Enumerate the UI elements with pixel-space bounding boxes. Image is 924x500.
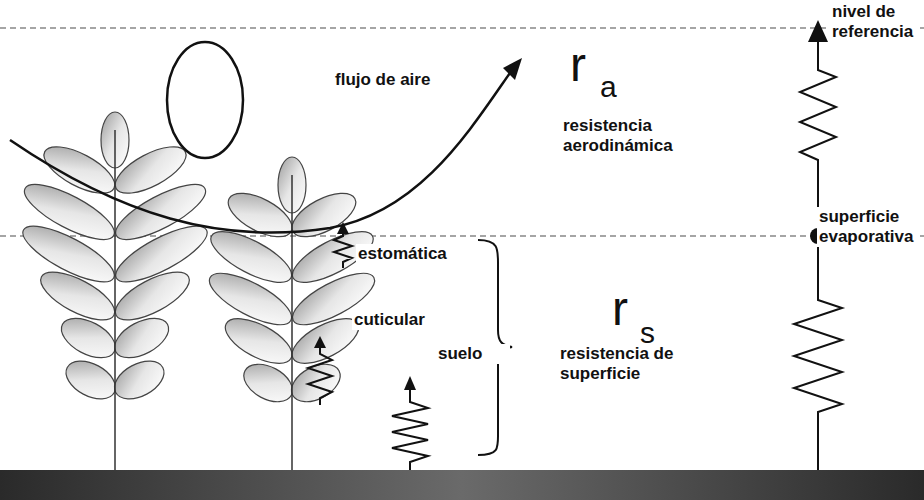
resistance-subscript: a (600, 72, 624, 102)
reference-arrow (808, 20, 828, 42)
air-flow-label: flujo de aire (333, 70, 467, 90)
surface-resistance-label: resistencia de superficie (560, 344, 690, 384)
leaf (219, 310, 299, 373)
stem (114, 130, 116, 470)
stomatal-label: estomática (356, 244, 470, 264)
plants (16, 112, 381, 470)
cuticular-label: cuticular (352, 310, 456, 330)
leaf (55, 310, 122, 366)
soil-resistor (392, 388, 428, 470)
stomatal-resistor (334, 232, 352, 268)
reference-level-line (0, 27, 924, 29)
leaf (60, 353, 122, 406)
resistance-subscript: s (640, 318, 664, 348)
leaf (108, 353, 170, 406)
soil-arrow (404, 376, 416, 390)
stem (291, 175, 293, 470)
reference-level-label: nivel de referencia (830, 2, 920, 42)
resistance-symbol: r (570, 40, 600, 90)
cuticular-arrow (314, 336, 326, 348)
air-flow-line (10, 70, 512, 233)
leaf (238, 357, 299, 410)
stomatal-arrow (337, 222, 349, 234)
leaf (108, 310, 175, 366)
air-eddy (167, 42, 243, 158)
soil-label: suelo (436, 344, 510, 364)
surface-resistor (794, 236, 842, 470)
aerodynamic-resistance-label: resistencia aerodinámica (563, 116, 703, 156)
resistance-symbol: r (612, 284, 642, 334)
cuticular-resistor (308, 346, 332, 405)
air-flow-arrowhead (503, 58, 522, 80)
evaporative-surface-label: superficie evaporativa (817, 207, 920, 247)
soil-ground (0, 470, 924, 500)
